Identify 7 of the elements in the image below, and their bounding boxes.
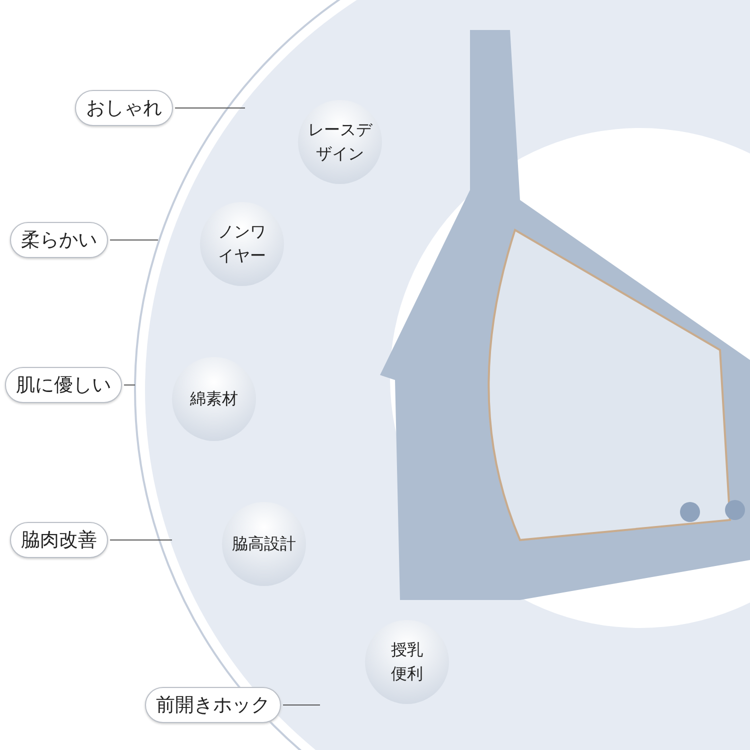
feature-label: 肌に優しい	[5, 367, 122, 403]
leader-line	[282, 704, 320, 706]
leader-line	[124, 384, 136, 386]
feature-label: おしゃれ	[75, 90, 173, 126]
feature-label: 柔らかい	[10, 222, 108, 258]
feature-label: 脇肉改善	[10, 522, 108, 558]
feature-label: 前開きホック	[145, 687, 281, 723]
